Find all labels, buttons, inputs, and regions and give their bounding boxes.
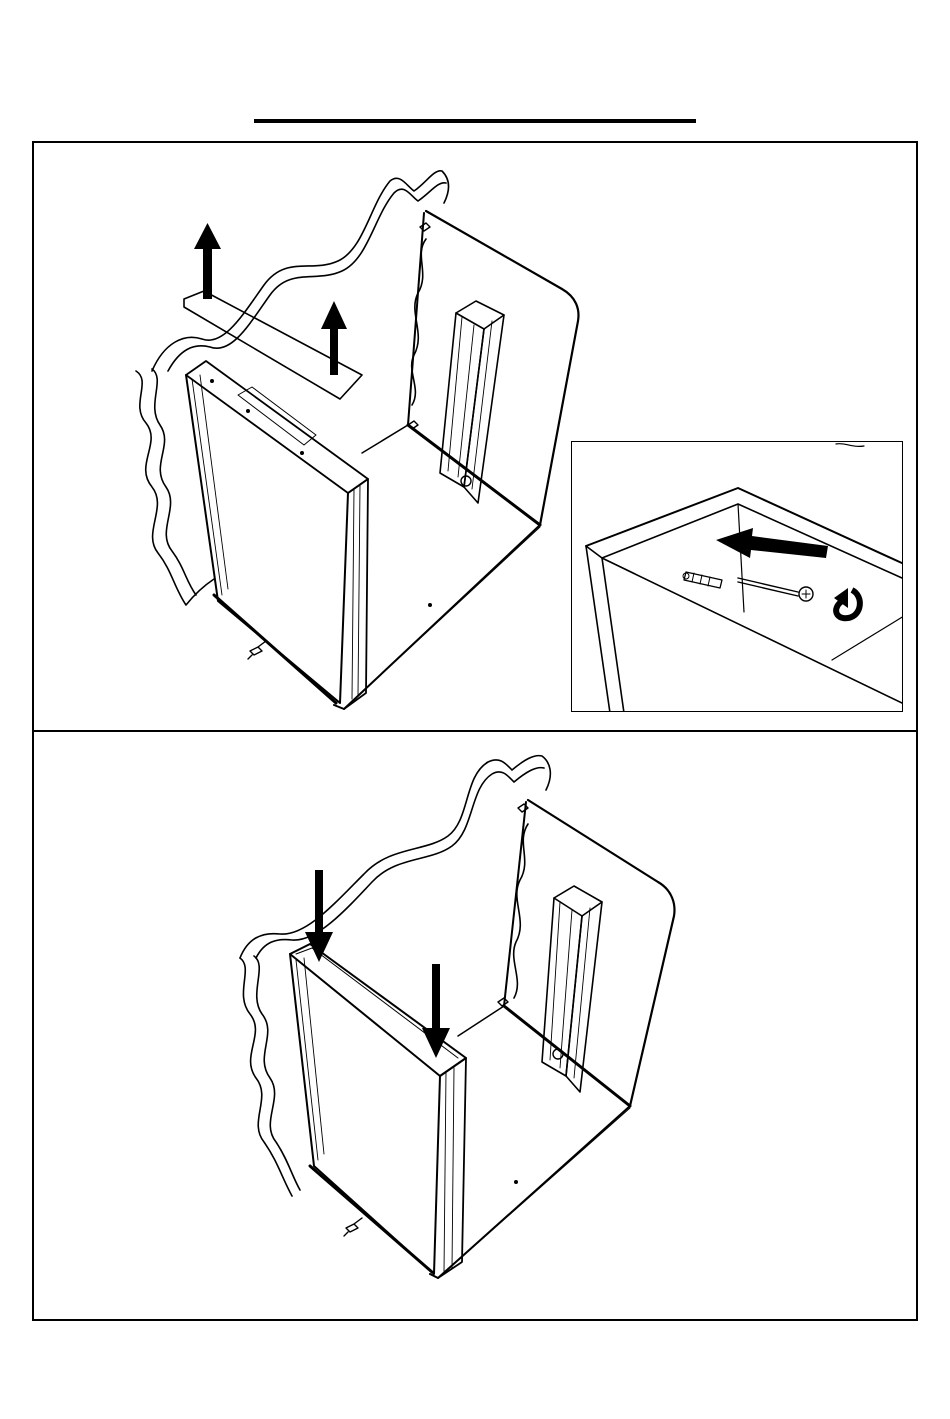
bottom-panel	[430, 1106, 630, 1278]
up-arrow-icon	[321, 301, 347, 375]
cam-lock-hardware	[248, 641, 266, 659]
support-post	[456, 301, 504, 329]
bottom-panel	[334, 525, 540, 709]
screw-icon	[738, 578, 813, 601]
left-arrow-icon	[716, 528, 828, 558]
wall-break-line	[240, 958, 292, 1196]
rotate-arrow-icon	[834, 588, 860, 618]
detail-drawing	[572, 442, 903, 712]
step-1-panel	[32, 141, 918, 732]
step-2-panel	[32, 730, 918, 1321]
down-arrow-icon	[305, 870, 333, 962]
wall-break-line	[240, 756, 550, 958]
dowel-icon	[683, 572, 722, 588]
title-rule	[254, 119, 696, 123]
detail-inset	[571, 441, 903, 712]
up-arrow-icon	[194, 223, 221, 299]
step-2-drawing	[34, 732, 920, 1323]
support-post	[554, 886, 602, 916]
wall-break-line	[152, 171, 448, 371]
wall-break-line	[254, 956, 300, 1190]
cam-lock-hardware	[344, 1218, 362, 1236]
wall-break-line	[412, 239, 426, 405]
